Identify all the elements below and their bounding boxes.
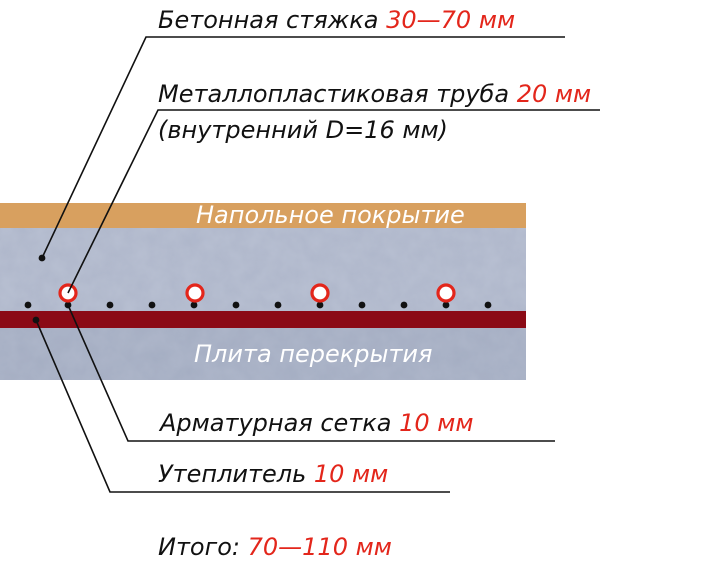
leader-lines [32,36,600,493]
rebar-dot [148,301,156,309]
label-screed: Бетонная стяжка 30—70 мм [158,6,515,34]
rebar-dot [358,301,366,309]
leader-mesh [67,304,555,442]
label-total-text: Итого: [158,533,248,561]
floor-covering-label: Напольное покрытие [196,201,465,229]
label-insulation: Утеплитель 10 мм [158,460,388,488]
label-mesh: Арматурная сетка 10 мм [160,409,474,437]
pipe-circle [310,283,330,303]
rebar-mesh [24,301,492,309]
rebar-dot [400,301,408,309]
rebar-dot [190,301,198,309]
label-pipe-text: Металлопластиковая труба [158,80,517,108]
label-pipe-value: 20 мм [516,80,592,108]
label-insulation-text: Утеплитель [158,460,314,488]
leader-insulation [35,319,450,493]
floor-slab-label: Плита перекрытия [194,340,433,368]
label-screed-value: 30—70 мм [386,6,516,34]
label-total: Итого: 70—110 мм [158,533,392,561]
leader-screed-dot [38,254,46,262]
rebar-dot [484,301,492,309]
label-total-value: 70—110 мм [247,533,392,561]
rebar-dot [106,301,114,309]
label-pipe: Металлопластиковая труба 20 мм [158,80,591,108]
rebar-dot [24,301,32,309]
label-screed-text: Бетонная стяжка [158,6,387,34]
pipe-circle [436,283,456,303]
label-pipe-line2: (внутренний D=16 мм) [158,116,448,144]
leader-pipe [67,109,600,294]
floor-covering-layer [0,203,526,228]
heating-pipes [58,283,456,303]
rebar-dot [232,301,240,309]
label-mesh-text: Арматурная сетка [160,409,400,437]
rebar-dot [442,301,450,309]
label-mesh-value: 10 мм [399,409,474,437]
rebar-dot [274,301,282,309]
label-insulation-value: 10 мм [313,460,389,488]
pipe-circle [185,283,205,303]
insulation-layer [0,311,526,328]
leader-insulation-dot [32,316,40,324]
rebar-dot [316,301,324,309]
leader-screed [41,36,565,259]
slab-texture [0,328,526,380]
